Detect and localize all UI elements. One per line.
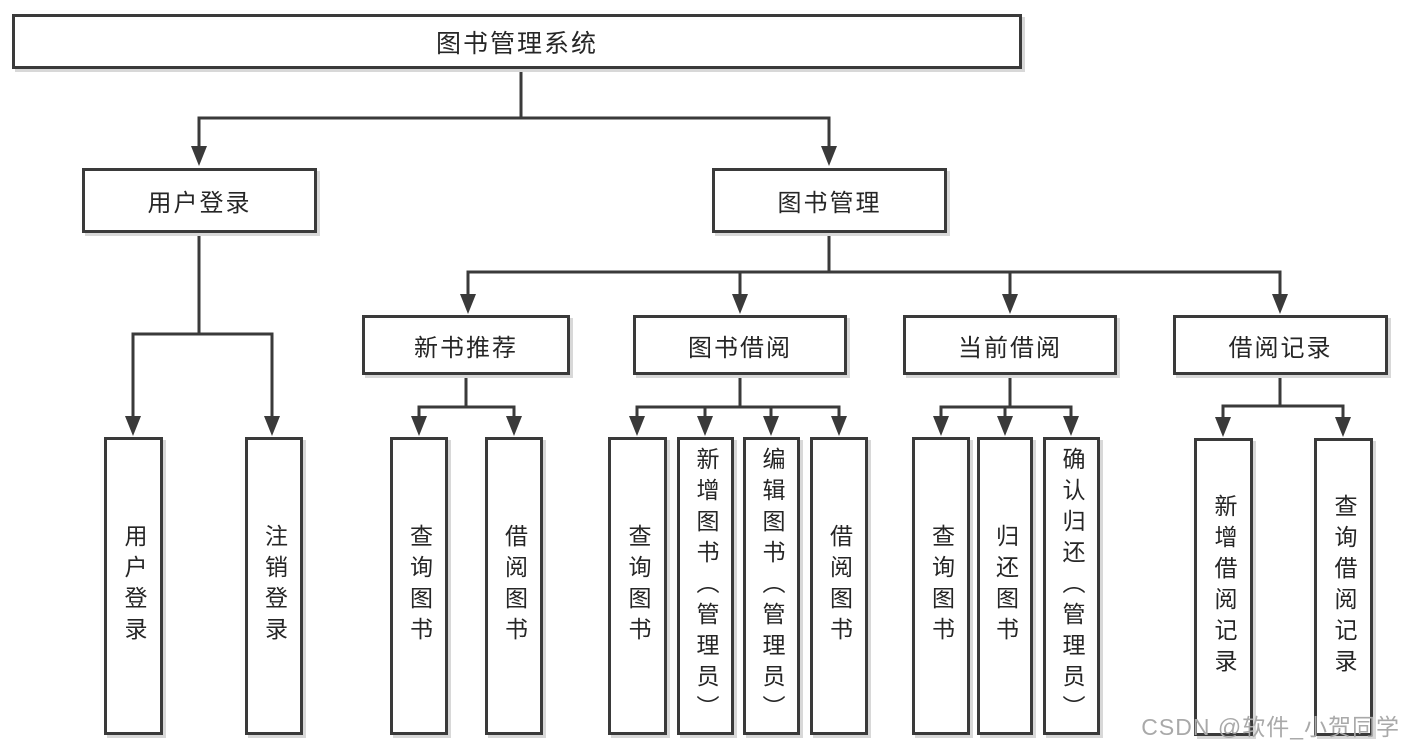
arrow-down-icon [697,416,713,436]
leaf-borrow-books-recommend: 借阅图书 [485,437,543,735]
leaf-logout: 注销登录 [245,437,303,735]
connector-records-to-leaves [1215,375,1351,437]
arrow-down-icon [264,416,280,436]
node-book-management: 图书管理 [712,168,947,233]
leaf-user-login: 用户登录 [104,437,163,735]
connector-userlogin-to-leaves [125,233,280,436]
arrow-down-icon [1063,416,1079,436]
arrow-down-icon [933,416,949,436]
leaf-query-borrow-record: 查询借阅记录 [1314,438,1373,736]
connector-currentborrow-to-leaves [933,375,1079,436]
arrow-down-icon [1215,417,1231,437]
arrow-down-icon [732,294,748,314]
arrow-down-icon [821,146,837,166]
node-user-login: 用户登录 [82,168,317,233]
arrow-down-icon [1002,294,1018,314]
arrow-down-icon [831,416,847,436]
arrow-down-icon [191,146,207,166]
leaf-edit-books-admin: 编辑图书（管理员） [743,437,800,735]
connector-root-to-level2 [191,68,837,166]
arrow-down-icon [411,416,427,436]
arrow-down-icon [1335,417,1351,437]
node-current-borrow: 当前借阅 [903,315,1117,375]
node-new-book-recommend: 新书推荐 [362,315,570,375]
arrow-down-icon [125,416,141,436]
connector-bookborrow-to-leaves [629,375,847,436]
connector-newbook-to-leaves [411,375,522,436]
leaf-query-books-current: 查询图书 [912,437,970,735]
arrow-down-icon [506,416,522,436]
leaf-add-borrow-record: 新增借阅记录 [1194,438,1253,736]
node-book-borrow: 图书借阅 [633,315,847,375]
arrow-down-icon [763,416,779,436]
node-borrow-records: 借阅记录 [1173,315,1388,375]
leaf-query-books-borrow: 查询图书 [608,437,667,735]
leaf-query-books-recommend: 查询图书 [390,437,448,735]
leaf-return-books: 归还图书 [977,437,1033,735]
arrow-down-icon [1272,294,1288,314]
node-library-management-system: 图书管理系统 [12,14,1022,69]
arrow-down-icon [997,416,1013,436]
leaf-confirm-return-admin: 确认归还（管理员） [1043,437,1100,735]
connector-bookmgmt-to-level3 [460,233,1288,314]
leaf-borrow-books: 借阅图书 [810,437,868,735]
arrow-down-icon [629,416,645,436]
csdn-watermark: CSDN @软件_小贺同学 [1141,714,1400,740]
arrow-down-icon [460,294,476,314]
leaf-add-books-admin: 新增图书（管理员） [677,437,734,735]
